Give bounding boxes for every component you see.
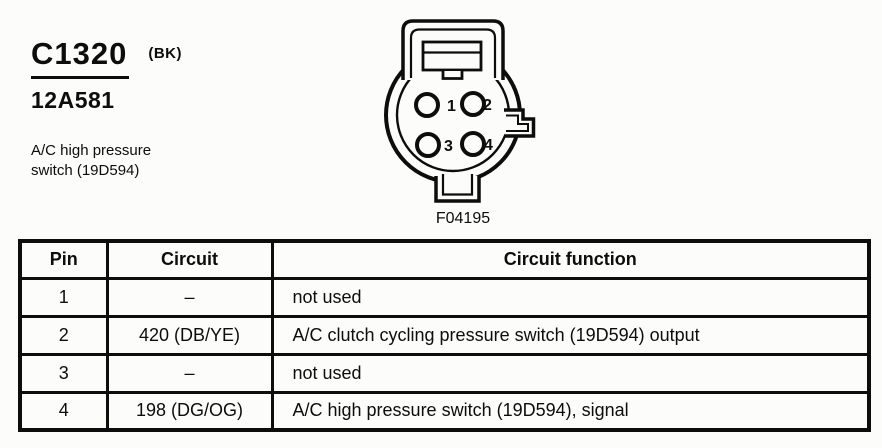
connector-key-inner-line <box>506 114 529 132</box>
table-row: 2 420 (DB/YE) A/C clutch cycling pressur… <box>18 314 871 356</box>
column-header-pin: Pin <box>18 239 109 280</box>
table-row: 1 – not used <box>18 276 871 318</box>
latch-notch <box>441 71 464 80</box>
pin-4-circle <box>460 131 486 157</box>
part-number-label: 12A581 <box>31 87 115 113</box>
circuit-cell: – <box>105 276 274 318</box>
function-cell: not used <box>270 352 871 394</box>
function-cell: A/C clutch cycling pressure switch (19D5… <box>270 314 871 356</box>
latch-slot <box>421 40 483 72</box>
connector-id-label: C1320 <box>31 36 128 71</box>
connector-latch-inner <box>409 28 497 78</box>
connector-id-block: C1320 (BK) 12A581 A/C high pressure switc… <box>31 36 183 181</box>
pin-2-circle <box>460 91 486 117</box>
connector-bottom-tab-inner <box>441 174 474 196</box>
pin-1-circle <box>414 92 440 118</box>
pin-2-label: 2 <box>483 97 492 114</box>
connector-pinout-diagram: 1 2 3 4 <box>384 19 536 203</box>
table-row: 3 – not used <box>18 352 871 394</box>
pin-cell: 4 <box>18 390 109 432</box>
column-header-circuit: Circuit <box>105 239 274 280</box>
pin-3-label: 3 <box>444 138 453 155</box>
function-cell: A/C high pressure switch (19D594), signa… <box>270 390 871 432</box>
divider-line <box>31 76 129 79</box>
pin-cell: 3 <box>18 352 109 394</box>
pin-cell: 2 <box>18 314 109 356</box>
pin-cell: 1 <box>18 276 109 318</box>
function-cell: not used <box>270 276 871 318</box>
circuit-cell: – <box>105 352 274 394</box>
figure-id-label: F04195 <box>435 210 491 227</box>
table-row: 4 198 (DG/OG) A/C high pressure switch (… <box>18 390 871 432</box>
pin-4-label: 4 <box>484 137 493 154</box>
connector-description: A/C high pressure switch (19D594) <box>31 142 152 179</box>
circuit-cell: 420 (DB/YE) <box>105 314 274 356</box>
column-header-circuit-function: Circuit function <box>270 239 871 280</box>
table-header-row: Pin Circuit Circuit function <box>18 239 871 280</box>
connector-color-code: (BK) <box>148 45 183 62</box>
pin-1-label: 1 <box>447 98 456 115</box>
circuit-cell: 198 (DG/OG) <box>105 390 274 432</box>
pinout-table: Pin Circuit Circuit function 1 – not use… <box>18 239 871 432</box>
pin-3-circle <box>415 132 441 158</box>
